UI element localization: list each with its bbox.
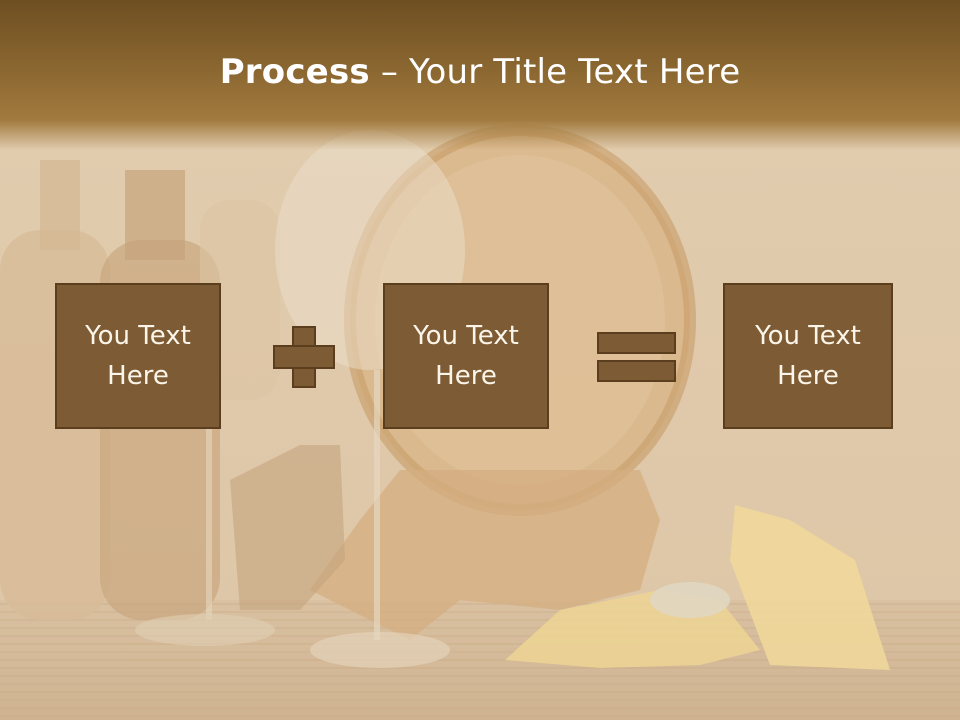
text-box-2[interactable]: You Text Here bbox=[383, 283, 549, 429]
title-rest: – Your Title Text Here bbox=[369, 52, 741, 92]
text-box-3[interactable]: You Text Here bbox=[723, 283, 893, 429]
text-box-1[interactable]: You Text Here bbox=[55, 283, 221, 429]
title-bold: Process bbox=[219, 52, 370, 92]
title-bar bbox=[0, 0, 960, 150]
page-title: Process – Your Title Text Here bbox=[0, 52, 960, 92]
text-box-1-label: You Text Here bbox=[85, 321, 191, 391]
text-box-2-label: You Text Here bbox=[413, 321, 519, 391]
text-box-3-label: You Text Here bbox=[755, 321, 861, 391]
